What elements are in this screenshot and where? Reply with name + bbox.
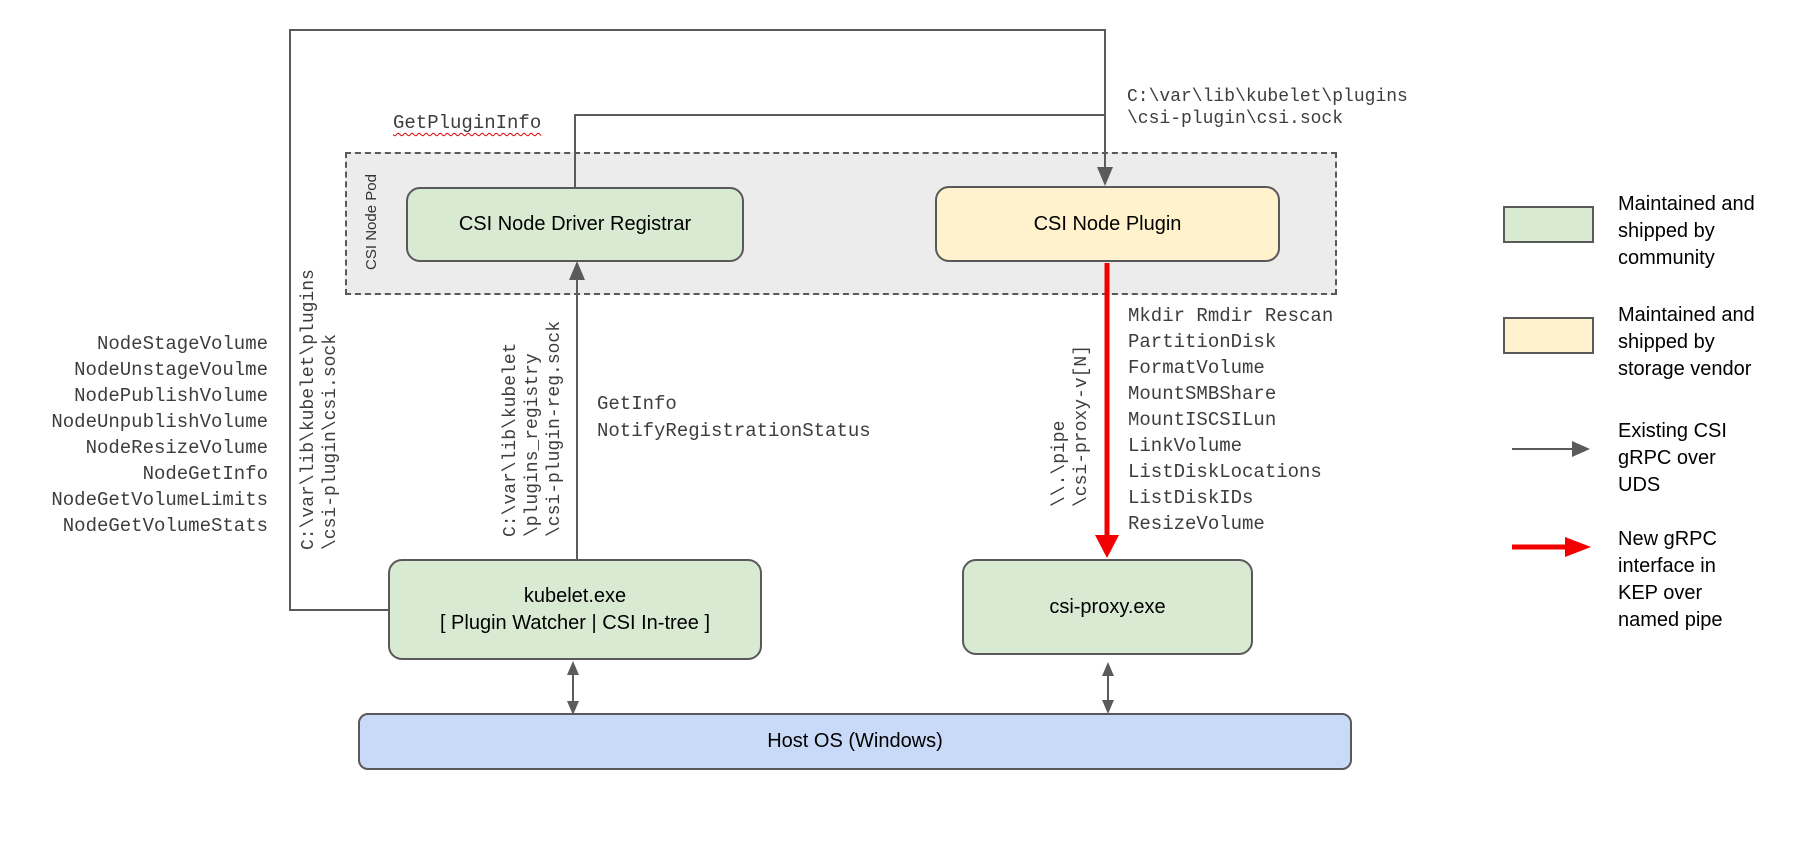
host-os-label: Host OS (Windows) [767,730,943,752]
legend-gray-arrowhead [1572,441,1590,457]
csi-node-pod-label: CSI Node Pod [363,174,380,270]
proxy-rpc-item: MountISCSILun [1128,409,1277,431]
kubelet-label-line2: [ Plugin Watcher | CSI In-tree ] [439,611,711,634]
node-rpc-item: NodeGetVolumeStats [62,515,268,537]
proxy-hostos-arrowhead-up [1102,662,1114,676]
proxy-rpc-item: ListDiskLocations [1128,461,1322,483]
proxy-rpc-item: ListDiskIDs [1128,487,1254,509]
plugin-socket-path-vertical-label: C:\var\lib\kubelet\plugins \csi-plugin\c… [299,269,341,550]
host-os-box: Host OS (Windows) [358,713,1352,770]
named-pipe-vertical-label: \\.\pipe \csi-proxy-v[N] [1050,344,1092,507]
proxy-rpc-item: FormatVolume [1128,357,1265,379]
legend-red-arrowhead [1565,537,1591,557]
csi-proxy-label: csi-proxy.exe [1049,595,1166,618]
proxy-rpc-item: Mkdir Rmdir Rescan [1128,305,1334,327]
node-rpc-item: NodeGetInfo [142,463,268,485]
legend-existing-grpc-text: Existing CSI gRPC over UDS [1618,420,1727,496]
csi-node-plugin-box: CSI Node Plugin [935,186,1280,262]
legend-community-swatch [1503,206,1594,243]
proxy-rpc-item: LinkVolume [1128,435,1243,457]
registration-socket-path-vertical-label: C:\var\lib\kubelet \plugins_registry \cs… [501,320,565,537]
proxy-rpc-item: ResizeVolume [1128,513,1265,535]
registration-rpcs-label: GetInfo NotifyRegistrationStatus [597,393,871,442]
proxy-rpc-list: Mkdir Rmdir Rescan PartitionDisk FormatV… [1128,303,1333,537]
node-rpc-item: NodeGetVolumeLimits [51,489,268,511]
node-rpc-item: NodeUnpublishVolume [51,411,268,433]
legend-vendor-text: Maintained and shipped by storage vendor [1618,304,1755,380]
plugin-arrowhead [1097,167,1113,186]
plugin-socket-path-label: C:\var\lib\kubelet\plugins \csi-plugin\c… [1127,87,1408,129]
kubelet-label-line1: kubelet.exe [523,584,627,607]
registrar-arrowhead [569,261,585,280]
node-rpc-item: NodeUnstageVoulme [74,359,268,381]
csi-node-driver-registrar-box: CSI Node Driver Registrar [406,187,744,262]
registrar-getplugininfo-line [574,114,1104,188]
legend-new-grpc-text: New gRPC interface in KEP over named pip… [1618,528,1723,631]
legend-community-text: Maintained and shipped by community [1618,193,1755,269]
node-rpc-item: NodePublishVolume [74,385,268,407]
node-rpc-list: NodeStageVolume NodeUnstageVoulme NodePu… [18,331,268,539]
kubelet-hostos-arrowhead-down [567,701,579,715]
proxy-rpc-item: PartitionDisk [1128,331,1277,353]
node-rpc-item: NodeStageVolume [96,333,268,355]
kubelet-to-plugin-uds-line [289,29,1106,611]
proxy-rpc-item: MountSMBShare [1128,383,1277,405]
kubelet-hostos-arrowhead-up [567,661,579,675]
registrar-label: CSI Node Driver Registrar [458,213,692,235]
legend-vendor-swatch [1503,317,1594,354]
plugin-label: CSI Node Plugin [1033,212,1182,235]
proxy-hostos-arrowhead-down [1102,700,1114,714]
kubelet-box: kubelet.exe [ Plugin Watcher | CSI In-tr… [388,559,762,660]
get-plugin-info-label: GetPluginInfo [393,112,542,134]
csi-proxy-box: csi-proxy.exe [962,559,1253,655]
proxy-red-arrowhead [1095,535,1119,558]
node-rpc-item: NodeResizeVolume [85,437,268,459]
